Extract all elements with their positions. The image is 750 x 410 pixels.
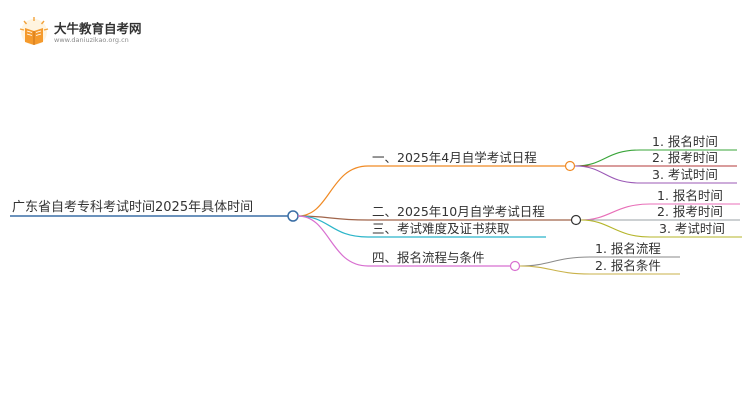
branch-4-connector xyxy=(297,215,369,267)
branch-1-topic[interactable]: 一、2025年4月自学考试日程 xyxy=(372,150,537,165)
branch-4-node[interactable] xyxy=(509,260,521,272)
branch-4-child-1-connector xyxy=(519,256,591,267)
branch-1-child-1[interactable]: 1. 报名时间 xyxy=(652,134,718,149)
branch-4-child-2[interactable]: 2. 报名条件 xyxy=(595,258,661,273)
branch-2-child-2[interactable]: 2. 报考时间 xyxy=(657,204,723,219)
root-node-circle[interactable] xyxy=(287,210,299,222)
branch-3-connector xyxy=(297,215,369,238)
branch-1-node[interactable] xyxy=(564,160,576,172)
branch-4-child-1[interactable]: 1. 报名流程 xyxy=(595,241,661,256)
branch-2-child-3[interactable]: 3. 考试时间 xyxy=(659,221,725,236)
logo-name: 大牛教育自考网 xyxy=(54,21,142,36)
branch-1-child-3-connector xyxy=(574,165,641,184)
branch-2-child-1-connector xyxy=(580,203,651,221)
branch-1-child-1-connector xyxy=(574,149,641,167)
branch-1-child-3[interactable]: 3. 考试时间 xyxy=(652,167,718,182)
branch-4-child-2-connector xyxy=(519,265,591,275)
branch-1-child-2[interactable]: 2. 报考时间 xyxy=(652,150,718,165)
branch-3-topic[interactable]: 三、考试难度及证书获取 xyxy=(372,221,510,236)
branch-2-child-3-connector xyxy=(580,219,651,238)
branch-1-connector xyxy=(297,165,369,217)
branch-2-child-1[interactable]: 1. 报名时间 xyxy=(657,188,723,203)
logo-url: www.daniuzikao.org.cn xyxy=(54,36,129,44)
branch-4-topic[interactable]: 四、报名流程与条件 xyxy=(372,250,485,265)
branch-2-node[interactable] xyxy=(570,214,582,226)
branch-2-topic[interactable]: 二、2025年10月自学考试日程 xyxy=(372,204,545,219)
book-logo-icon xyxy=(19,17,49,45)
root-topic[interactable]: 广东省自考专科考试时间2025年具体时间 xyxy=(12,200,254,215)
site-logo: 大牛教育自考网 www.daniuzikao.org.cn xyxy=(18,16,142,48)
